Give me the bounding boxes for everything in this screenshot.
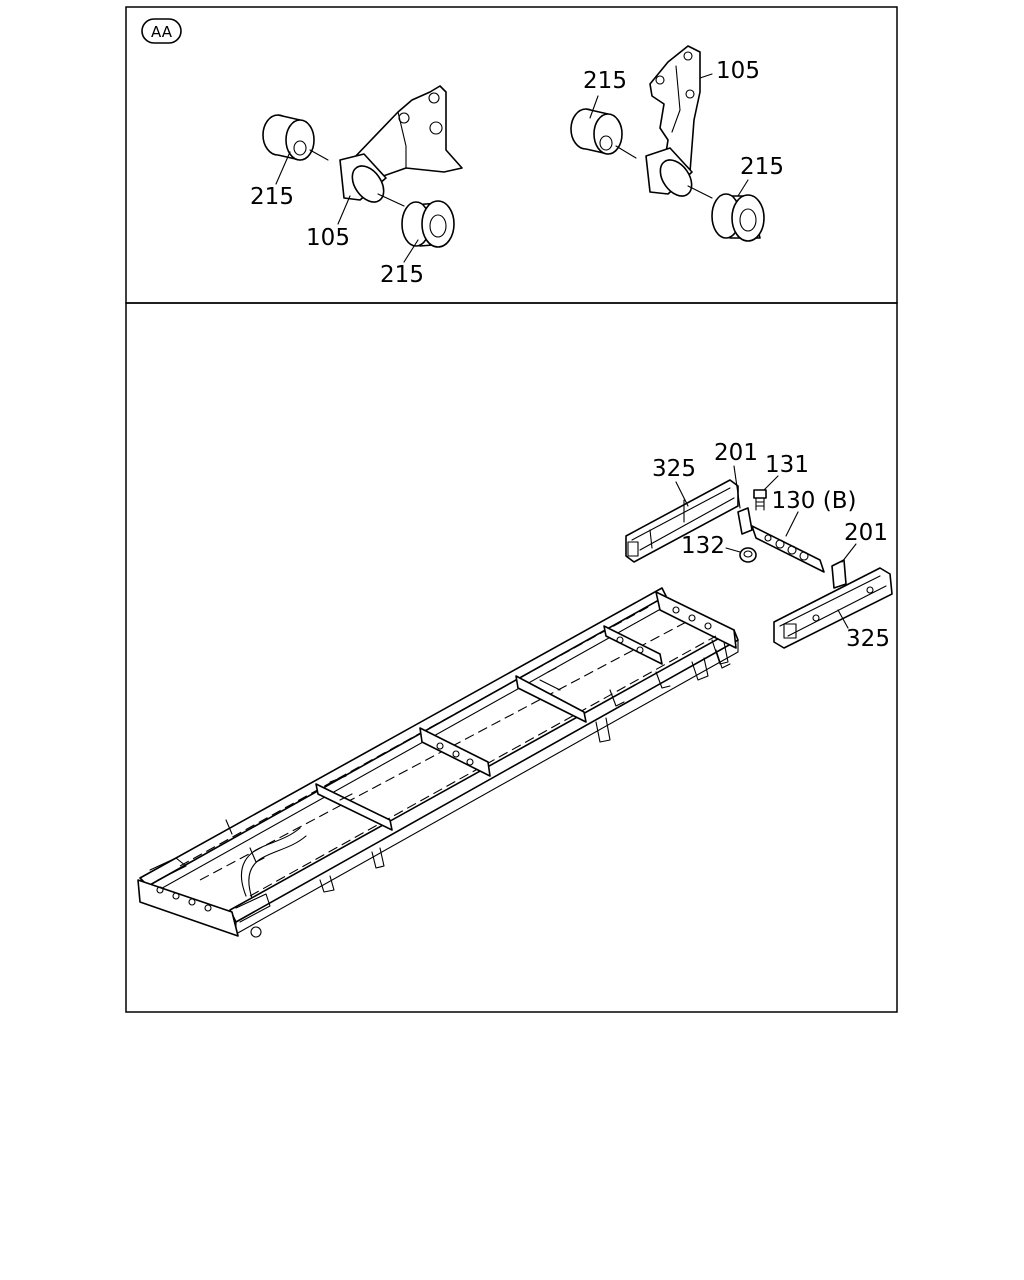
crossmember-5 — [603, 625, 663, 665]
rear-crossmember — [655, 591, 737, 649]
bracket-left-fold — [397, 111, 407, 169]
section-tag: AA — [141, 18, 182, 44]
crossmember-3 — [419, 727, 491, 777]
bushing-right-bottom — [711, 193, 765, 242]
chassis-panel — [125, 302, 898, 1013]
right-bracket-assembly: 215 105 215 — [570, 45, 784, 242]
bolt — [753, 489, 767, 511]
callout-105-left: 105 — [306, 225, 350, 251]
callout-325-top: 325 — [652, 456, 696, 482]
bushing-left-bottom — [401, 200, 455, 248]
nut — [739, 547, 757, 563]
chassis-frame — [137, 587, 739, 938]
gusset-upper — [737, 507, 753, 535]
crossbar — [751, 525, 825, 573]
crossmember-lower — [773, 567, 893, 649]
bracket-right-hole-3 — [655, 75, 665, 85]
crossmember-parts: 325 201 131 130 (B) 132 201 325 — [625, 440, 893, 652]
callout-132: 132 — [681, 533, 725, 559]
crossmember-4 — [515, 675, 587, 723]
front-crossmember — [137, 879, 239, 937]
frame-rail-right — [229, 629, 739, 923]
bracket-left-plate — [351, 85, 463, 181]
callout-201-top: 201 — [714, 440, 758, 466]
bushing-left-top — [262, 114, 315, 161]
section-tag-label: AA — [151, 23, 173, 41]
bracket-right-hole-1 — [683, 51, 693, 61]
bushing-right-top — [570, 108, 623, 155]
callout-130b: 130 (B) — [772, 488, 857, 514]
bracket-left-hole-2 — [429, 121, 443, 135]
gusset-right — [831, 559, 847, 589]
callout-215-right-top: 215 — [583, 68, 627, 94]
callout-131: 131 — [765, 452, 809, 478]
callout-215-left-bottom: 215 — [380, 262, 424, 288]
crossmember-upper — [625, 479, 739, 563]
callout-215-left-top: 215 — [250, 184, 294, 210]
left-bracket-assembly: 215 105 215 — [250, 85, 463, 288]
callout-215-right-bottom: 215 — [740, 154, 784, 180]
callout-201-right: 201 — [844, 520, 888, 546]
callout-105-right: 105 — [716, 58, 760, 84]
crossmember-2 — [315, 783, 393, 831]
bracket-left-hole-1 — [428, 92, 440, 104]
callout-325-bottom: 325 — [846, 626, 890, 652]
bracket-right-hole-2 — [685, 89, 695, 99]
bracket-right-fold — [671, 65, 681, 133]
